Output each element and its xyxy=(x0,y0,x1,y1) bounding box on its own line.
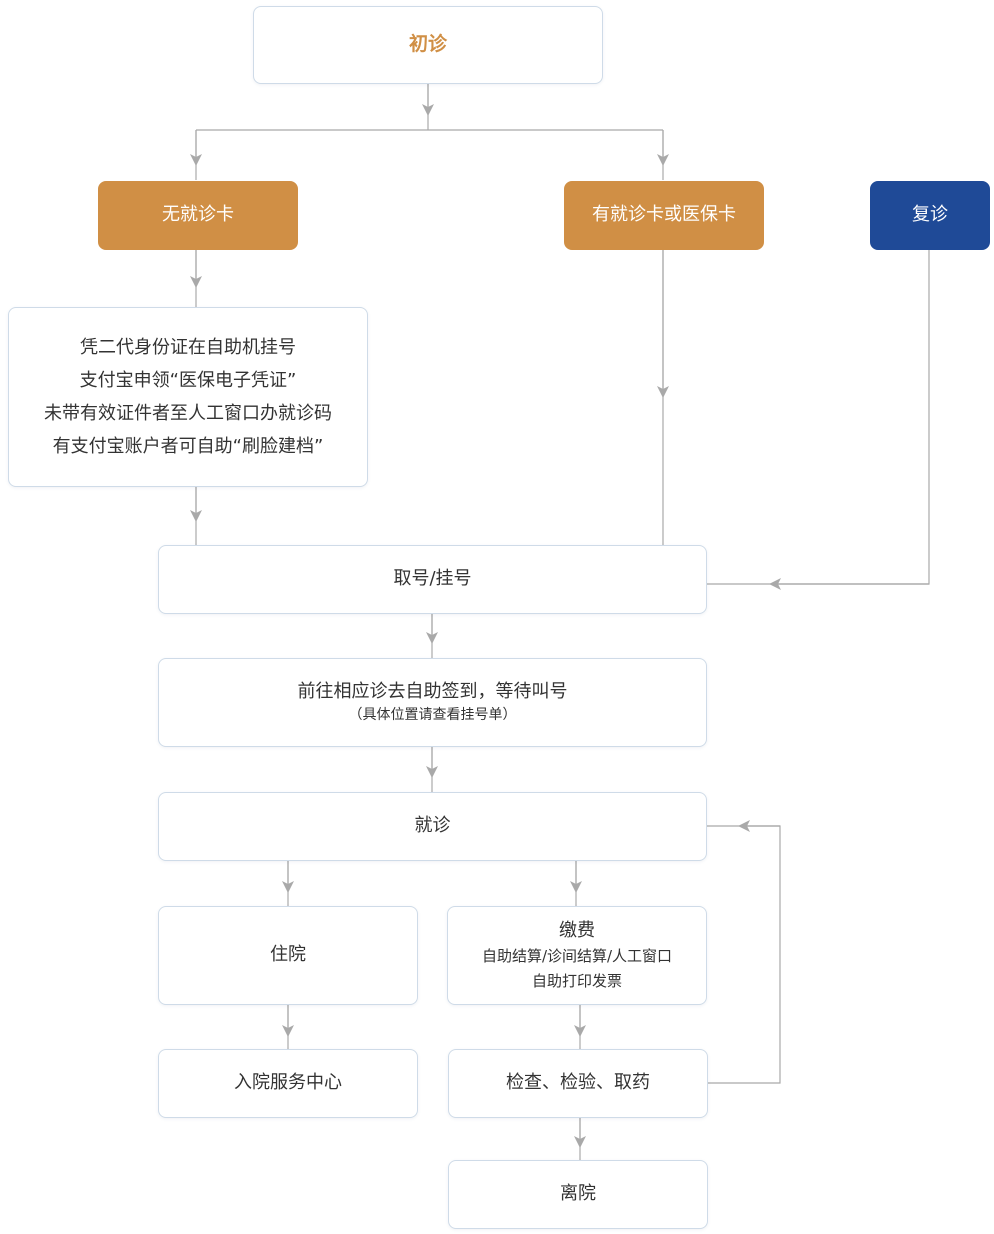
node-payment-title: 缴费 xyxy=(559,919,595,941)
node-consult-label: 就诊 xyxy=(414,815,451,837)
node-payment-line2: 自助打印发票 xyxy=(531,971,622,990)
node-exam: 检查、检验、取药 xyxy=(448,1049,708,1118)
node-hospitalize: 住院 xyxy=(158,906,418,1005)
node-no-card-steps: 凭二代身份证在自助机挂号 支付宝申领“医保电子凭证” 未带有效证件者至人工窗口办… xyxy=(8,307,368,487)
step-line: 未带有效证件者至人工窗口办就诊码 xyxy=(44,403,332,424)
node-wait-note: （具体位置请查看挂号单） xyxy=(348,707,517,723)
node-no-card: 无就诊卡 xyxy=(98,181,298,250)
step-line: 支付宝申领“医保电子凭证” xyxy=(79,370,297,391)
node-first-visit: 初诊 xyxy=(253,6,603,84)
node-has-card-label: 有就诊卡或医保卡 xyxy=(592,204,736,226)
node-register: 取号/挂号 xyxy=(158,545,707,614)
node-exam-label: 检查、检验、取药 xyxy=(506,1072,650,1094)
connector-loop-back xyxy=(707,825,781,1084)
node-payment: 缴费 自助结算/诊间结算/人工窗口 自助打印发票 xyxy=(447,906,707,1005)
node-wait: 前往相应诊去自助签到，等待叫号 （具体位置请查看挂号单） xyxy=(158,658,707,747)
node-payment-line1: 自助结算/诊间结算/人工窗口 xyxy=(481,946,673,965)
node-first-visit-label: 初诊 xyxy=(408,33,447,56)
node-return-visit-label: 复诊 xyxy=(912,204,948,226)
node-return-visit: 复诊 xyxy=(870,181,990,250)
node-discharge-label: 离院 xyxy=(560,1183,596,1205)
node-admission-center: 入院服务中心 xyxy=(158,1049,418,1118)
connector-return-register xyxy=(707,250,930,585)
node-no-card-label: 无就诊卡 xyxy=(162,204,234,226)
step-line: 有支付宝账户者可自助“刷脸建档” xyxy=(52,436,324,457)
node-admission-center-label: 入院服务中心 xyxy=(234,1072,342,1094)
step-line: 凭二代身份证在自助机挂号 xyxy=(80,337,296,358)
node-register-label: 取号/挂号 xyxy=(393,568,472,590)
node-wait-title: 前往相应诊去自助签到，等待叫号 xyxy=(297,680,568,702)
node-discharge: 离院 xyxy=(448,1160,708,1229)
node-consult: 就诊 xyxy=(158,792,707,861)
node-hospitalize-label: 住院 xyxy=(270,944,306,966)
node-has-card: 有就诊卡或医保卡 xyxy=(564,181,764,250)
